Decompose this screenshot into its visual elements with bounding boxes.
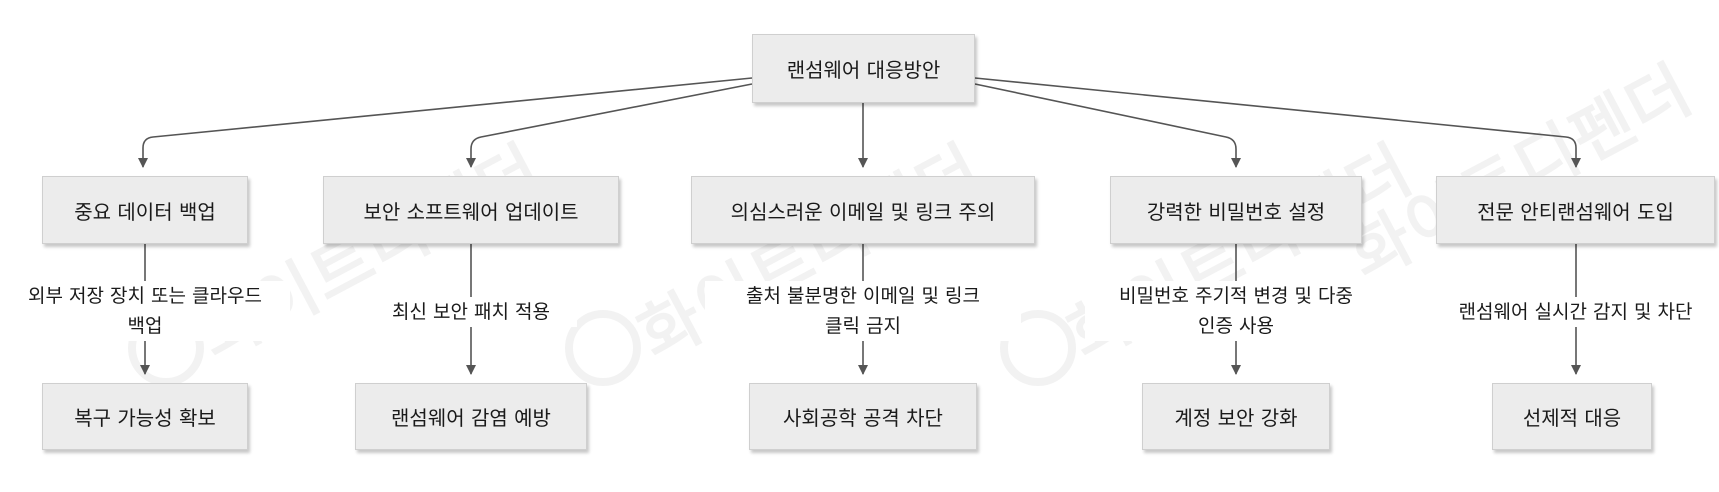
outcome-node-recovery: 복구 가능성 확보 xyxy=(42,383,248,450)
strategy-node-anti-ransomware: 전문 안티랜섬웨어 도입 xyxy=(1436,176,1715,244)
edge-label-anti-ransomware: 랜섬웨어 실시간 감지 및 차단 xyxy=(1428,297,1719,327)
edge-root-to-strategy-2 xyxy=(466,83,753,168)
edge-label-software-update: 최신 보안 패치 적용 xyxy=(365,297,577,327)
edge-label-strong-password: 비밀번호 주기적 변경 및 다중 인증 사용 xyxy=(1085,281,1387,341)
strategy-node-strong-password: 강력한 비밀번호 설정 xyxy=(1110,176,1362,244)
edge-label-email-caution: 출처 불분명한 이메일 및 링크 클릭 금지 xyxy=(705,281,1021,341)
root-node: 랜섬웨어 대응방안 xyxy=(752,34,975,103)
outcome-node-account-security: 계정 보안 강화 xyxy=(1142,383,1330,450)
edge-root-to-strategy-5 xyxy=(974,77,1581,168)
outcome-node-social-engineering-block: 사회공학 공격 차단 xyxy=(749,383,977,450)
outcome-node-infection-prevention: 랜섬웨어 감염 예방 xyxy=(355,383,587,450)
outcome-node-proactive-response: 선제적 대응 xyxy=(1492,383,1652,450)
edge-root-to-strategy-1 xyxy=(138,77,753,168)
strategy-node-email-caution: 의심스러운 이메일 및 링크 주의 xyxy=(691,176,1035,244)
strategy-node-backup: 중요 데이터 백업 xyxy=(42,176,248,244)
edge-label-backup: 외부 저장 장치 또는 클라우드 백업 xyxy=(0,281,290,341)
strategy-node-software-update: 보안 소프트웨어 업데이트 xyxy=(323,176,619,244)
edge-root-to-strategy-4 xyxy=(974,83,1241,168)
